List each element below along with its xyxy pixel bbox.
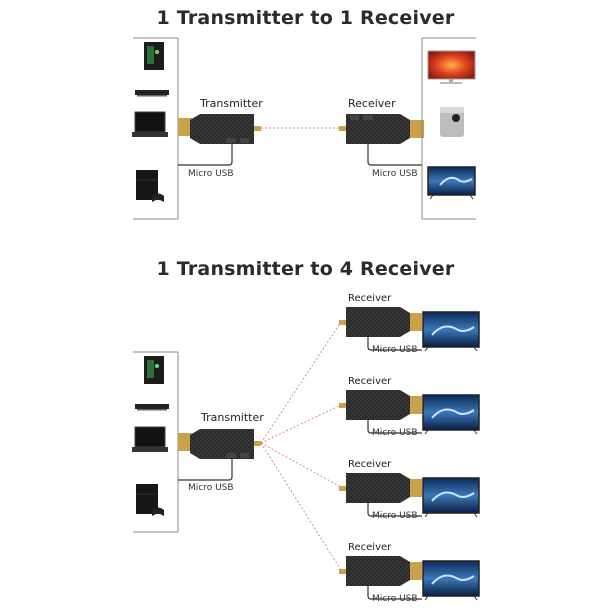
tx-usb-label-2: Micro USB — [188, 483, 234, 493]
antenna-connector — [339, 403, 346, 408]
tv-leg — [424, 346, 429, 352]
tv-icon — [422, 477, 480, 518]
signal-line-rx4 — [260, 442, 342, 571]
tv-leg — [473, 512, 478, 518]
rx-usb-cable-1 — [367, 144, 422, 166]
tv-icon — [427, 166, 476, 200]
receiver-device — [339, 307, 422, 337]
receiver-device — [339, 556, 422, 586]
signal-line-rx3 — [260, 442, 342, 488]
game-console-icon — [136, 170, 164, 202]
display-bracket-1 — [421, 37, 476, 220]
transmitter-label-2: Transmitter — [201, 411, 264, 424]
monitor-icon — [427, 50, 476, 84]
gaming-pc-icon — [144, 42, 164, 70]
receiver-unit — [339, 556, 480, 601]
receiver-device — [339, 390, 422, 420]
tx-usb-cable-2 — [178, 458, 233, 481]
rx-usb-label: Micro USB — [372, 594, 418, 604]
receiver-unit — [339, 473, 480, 518]
laptop-icon — [132, 426, 168, 452]
tv-leg — [473, 429, 478, 435]
tv-leg — [473, 595, 478, 601]
projector-icon — [440, 107, 464, 137]
receiver-label: Receiver — [348, 376, 392, 387]
tv-icon — [422, 394, 480, 435]
receiver-label: Receiver — [348, 542, 392, 553]
receiver-unit — [339, 307, 480, 352]
dvd-player-icon — [135, 404, 169, 411]
transmitter-device-2 — [178, 429, 261, 459]
receiver-device-1 — [339, 114, 424, 144]
receiver-body — [346, 307, 410, 337]
hdmi-plug — [410, 396, 422, 414]
tx-usb-label-1: Micro USB — [188, 169, 234, 179]
tv-leg — [424, 595, 429, 601]
diagram-1-title: 1 Transmitter to 1 Receiver — [156, 7, 455, 29]
receiver-body — [346, 556, 410, 586]
diagram-2-title: 1 Transmitter to 4 Receiver — [156, 258, 455, 280]
rx-usb-label: Micro USB — [372, 428, 418, 438]
receiver-device — [339, 473, 422, 503]
wave-graphic — [431, 491, 475, 502]
receiver-label: Receiver — [348, 459, 392, 470]
rx-usb-label: Micro USB — [372, 345, 418, 355]
receivers-group — [339, 307, 480, 601]
rx-usb-label-1: Micro USB — [372, 169, 418, 179]
antenna-connector — [339, 320, 346, 325]
tv-leg — [424, 429, 429, 435]
tv-icon — [422, 311, 480, 352]
game-console-icon — [136, 484, 164, 516]
tv-icon — [422, 560, 480, 601]
rx-usb-label: Micro USB — [372, 511, 418, 521]
rx-usb-cable — [367, 586, 422, 600]
tv-screen — [422, 477, 480, 514]
rx-usb-cable — [367, 337, 422, 351]
signal-line-rx1 — [260, 321, 342, 444]
hdmi-plug — [410, 479, 422, 497]
transmitter-device-1 — [178, 114, 261, 144]
dvd-player-icon — [135, 90, 169, 97]
antenna-connector — [339, 486, 346, 491]
hdmi-plug — [410, 562, 422, 580]
receiver-label: Receiver — [348, 293, 392, 304]
tx-usb-cable-1 — [178, 143, 233, 166]
wave-graphic — [431, 574, 475, 585]
receiver-body — [346, 390, 410, 420]
rx-usb-cable — [367, 503, 422, 517]
receiver-body — [346, 473, 410, 503]
receiver-unit — [339, 390, 480, 435]
signal-line-rx2 — [260, 404, 342, 444]
wave-graphic — [431, 325, 475, 336]
tv-leg — [473, 346, 478, 352]
gaming-pc-icon — [144, 356, 164, 384]
hdmi-plug — [410, 313, 422, 331]
antenna-connector — [339, 569, 346, 574]
rx-usb-cable — [367, 420, 422, 434]
laptop-icon — [132, 111, 168, 137]
signal-fan-out — [260, 321, 342, 571]
transmitter-label-1: Transmitter — [200, 97, 263, 110]
receiver-label-1: Receiver — [348, 97, 396, 110]
tv-leg — [424, 512, 429, 518]
wave-graphic — [431, 408, 475, 419]
